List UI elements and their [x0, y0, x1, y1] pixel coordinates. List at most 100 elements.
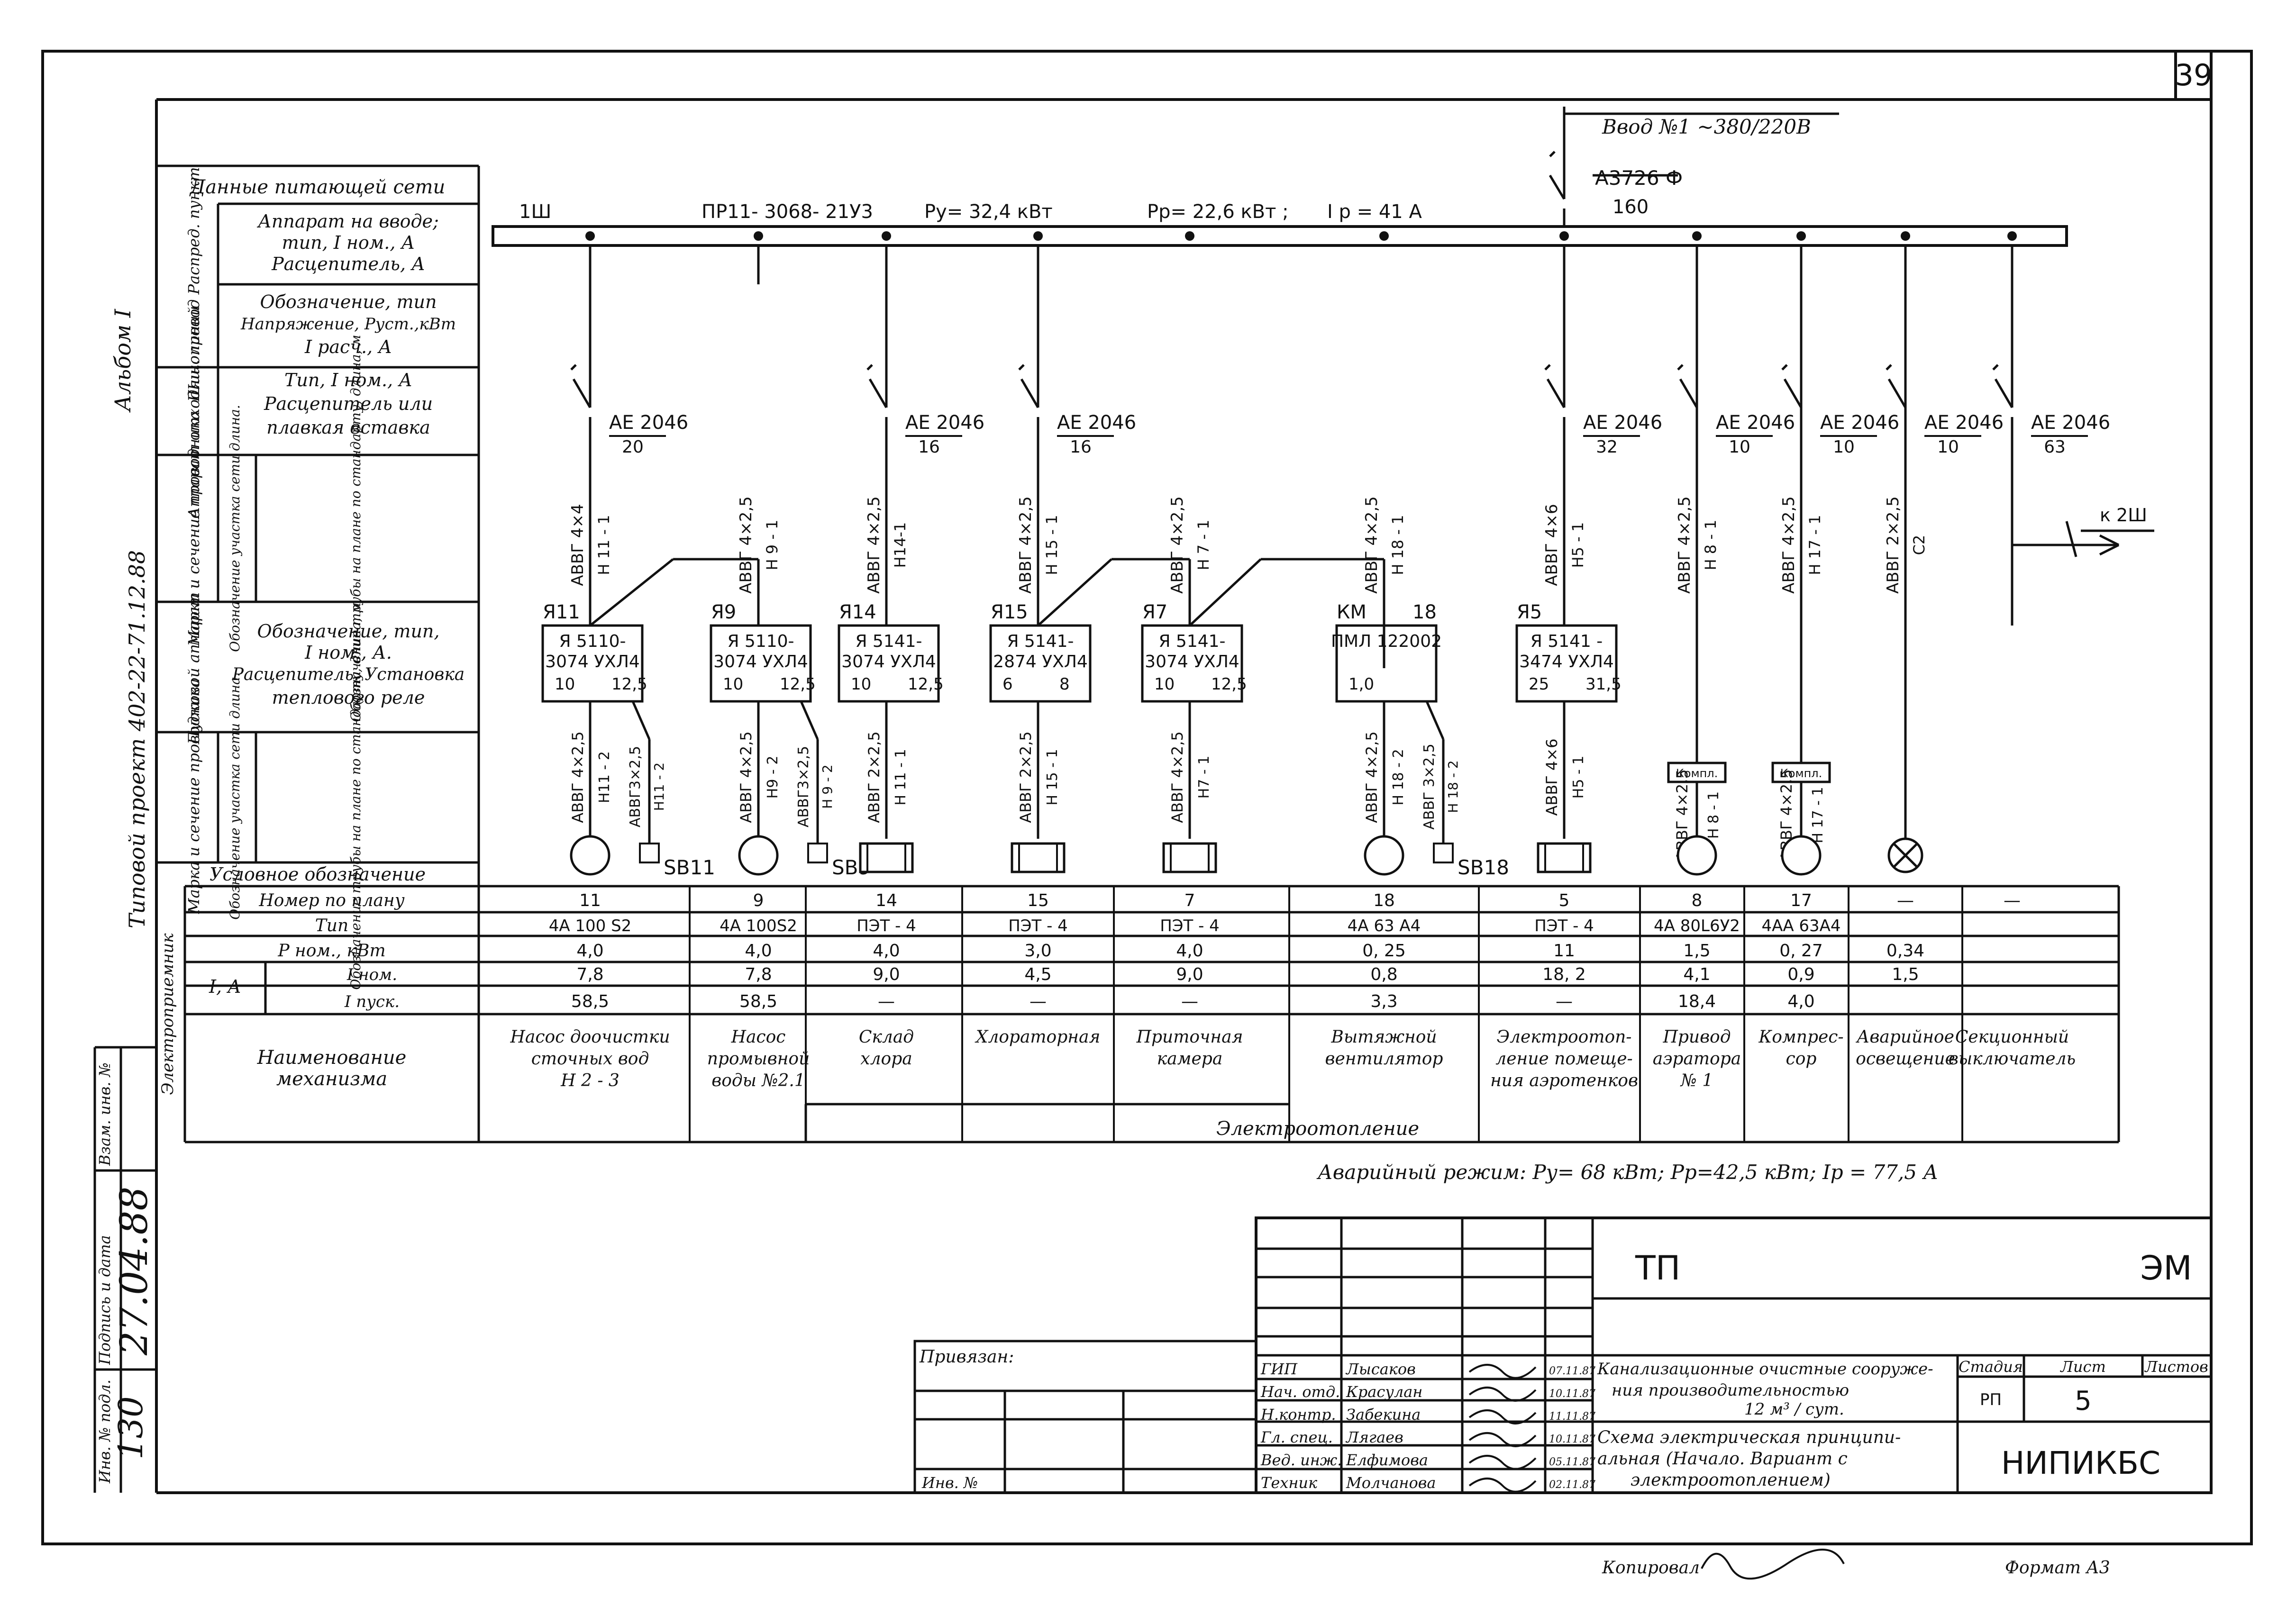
starter-r1: 10 [1154, 675, 1175, 694]
bus-type: ПР11- 3068- 21У3 [702, 201, 873, 223]
bus-tap-dot [1692, 231, 1702, 241]
receiver-inom: 1,5 [1892, 965, 1919, 984]
bus-tap-dot [1379, 231, 1389, 241]
bus-tap-dot [2007, 231, 2017, 241]
receiver-type: ПЭТ - 4 [856, 916, 916, 935]
breaker-rating: 20 [622, 437, 644, 457]
label-wire-sub: Обозначение трубы на плане по стандарту,… [348, 335, 364, 722]
cable-id-lower: Н 8 - 1 [1705, 791, 1722, 839]
desc-2: альная (Начало. Вариант с [1597, 1449, 1848, 1469]
breaker-rating: 32 [1596, 437, 1618, 457]
signer-name: Лягаев [1345, 1428, 1403, 1446]
heating-label: Электроотопление [1216, 1118, 1419, 1140]
bus-py: Ру= 32,4 кВт [924, 201, 1053, 223]
cable2-mark: АВВГ 4×2,5 [1363, 731, 1381, 823]
sheet-header: Лист [2059, 1358, 2106, 1376]
signature [1468, 1478, 1537, 1493]
cable2-mark: АВВГ 4×2,5 [737, 731, 755, 823]
stage-header: Стадия [1959, 1358, 2023, 1376]
receiver-type: 4А 63 А4 [1348, 916, 1421, 935]
signer-role: Вед. инж. [1260, 1451, 1342, 1469]
label-busbar-2: I расч., А [304, 336, 392, 357]
starter-type: Я 5141- [1007, 632, 1074, 651]
cable-mark: АВВГ 4×2,5 [1362, 496, 1381, 594]
fork-wire [589, 558, 674, 626]
cable2-id: Н11 - 2 [596, 751, 613, 803]
starter-box [1515, 624, 1618, 703]
motor-symbol [738, 835, 779, 876]
label-starter: Обозначение, тип, [257, 621, 440, 642]
label-row-inom: I ном. [346, 965, 397, 984]
mechanism-name: Привод [1662, 1027, 1731, 1047]
label-wire-group: Марка и сечение проводника [185, 411, 203, 646]
starter-box [1335, 624, 1438, 703]
pushbutton-id: SB11 [664, 856, 715, 879]
mechanism-name: ление помеще- [1495, 1049, 1632, 1069]
page-number: 39 [2175, 58, 2213, 92]
label-line-app: плавкая вставка [266, 417, 430, 438]
label-busbar-1: тип, I ном., А [282, 232, 415, 253]
label-starter: I ном., А. [304, 642, 392, 663]
label-busbar-1: Аппарат на вводе; [256, 211, 439, 232]
breaker-type: АЕ 2046 [1716, 412, 1795, 434]
receiver-power: 11 [1553, 941, 1575, 961]
format-label: Формат А3 [2005, 1558, 2110, 1578]
starter-type-2: 2874 УХЛ4 [993, 652, 1088, 671]
breaker-mark [1018, 364, 1025, 371]
bus-tap-dot [1901, 231, 1910, 241]
receiver-power: 3,0 [1024, 941, 1051, 961]
breaker-rating: 63 [2044, 437, 2066, 457]
mechanism-name: воды №2.1 [711, 1071, 805, 1090]
motor-symbol [570, 835, 610, 876]
starter-box [989, 624, 1092, 703]
plan-number: 5 [1559, 891, 1570, 910]
pushbutton-box [639, 843, 660, 863]
breaker-mark [866, 364, 873, 371]
starter-r1: 25 [1529, 675, 1549, 694]
signer-date: 05.11.87 [1549, 1456, 1595, 1468]
signer-name: Забекина [1346, 1406, 1421, 1424]
signer-date: 10.11.87 [1549, 1433, 1595, 1445]
starter-box [710, 624, 812, 703]
signer-role: Н.контр. [1260, 1406, 1336, 1424]
breaker-type: АЕ 2046 [2031, 412, 2110, 434]
heater-symbol [859, 842, 914, 873]
receiver-istart: — [1030, 992, 1047, 1011]
starter-r2: 12,5 [1211, 675, 1247, 694]
label-row-type: Тип [315, 916, 348, 935]
starter-type: Я 5141- [855, 632, 922, 651]
signer-role: Техник [1261, 1474, 1318, 1492]
complete-box [1771, 762, 1831, 783]
tp-label: ТП [1635, 1249, 1680, 1288]
breaker-mark [570, 364, 577, 371]
starter-type: Я 5110- [559, 632, 626, 651]
album-label: Альбом I [110, 308, 136, 413]
breaker-mark [1544, 364, 1551, 371]
label-row-i: I, А [209, 976, 241, 997]
heater-symbol [1162, 842, 1217, 873]
signature [1468, 1432, 1537, 1447]
label-starter: теплового реле [272, 687, 425, 708]
label-line-app-group: Аппарат отходящ. линий [185, 306, 203, 520]
breaker-rating: 10 [1937, 437, 1959, 457]
pushbutton-box [1433, 843, 1454, 863]
label-row-num: Номер по плану [258, 891, 404, 910]
cable-id: Н5 - 1 [1569, 522, 1587, 568]
receiver-power: 4,0 [873, 941, 900, 961]
starter-type: ПМЛ 122002 [1331, 632, 1442, 651]
plan-number: 17 [1790, 891, 1812, 910]
cable-id-lower: Н 17 - 1 [1810, 787, 1826, 843]
mechanism-name: выключатель [1949, 1049, 2076, 1069]
desc-1: 12 м³ / сут. [1744, 1400, 1844, 1419]
inv-label: Инв. № [921, 1474, 978, 1492]
starter-box [541, 624, 644, 703]
mechanism-name: ния аэротенков [1490, 1071, 1638, 1090]
sheet-value: 5 [2075, 1386, 2092, 1416]
label-mech: механизма [276, 1068, 387, 1090]
fork-wire [1189, 558, 1262, 626]
inv-orig-label: Инв. № подл. [96, 1379, 114, 1484]
mechanism-name: промывной [707, 1049, 810, 1069]
desc-2: электроотоплением) [1631, 1470, 1831, 1490]
org-name: НИПИКБС [2001, 1445, 2160, 1481]
input-breaker-rating: 160 [1613, 196, 1649, 218]
